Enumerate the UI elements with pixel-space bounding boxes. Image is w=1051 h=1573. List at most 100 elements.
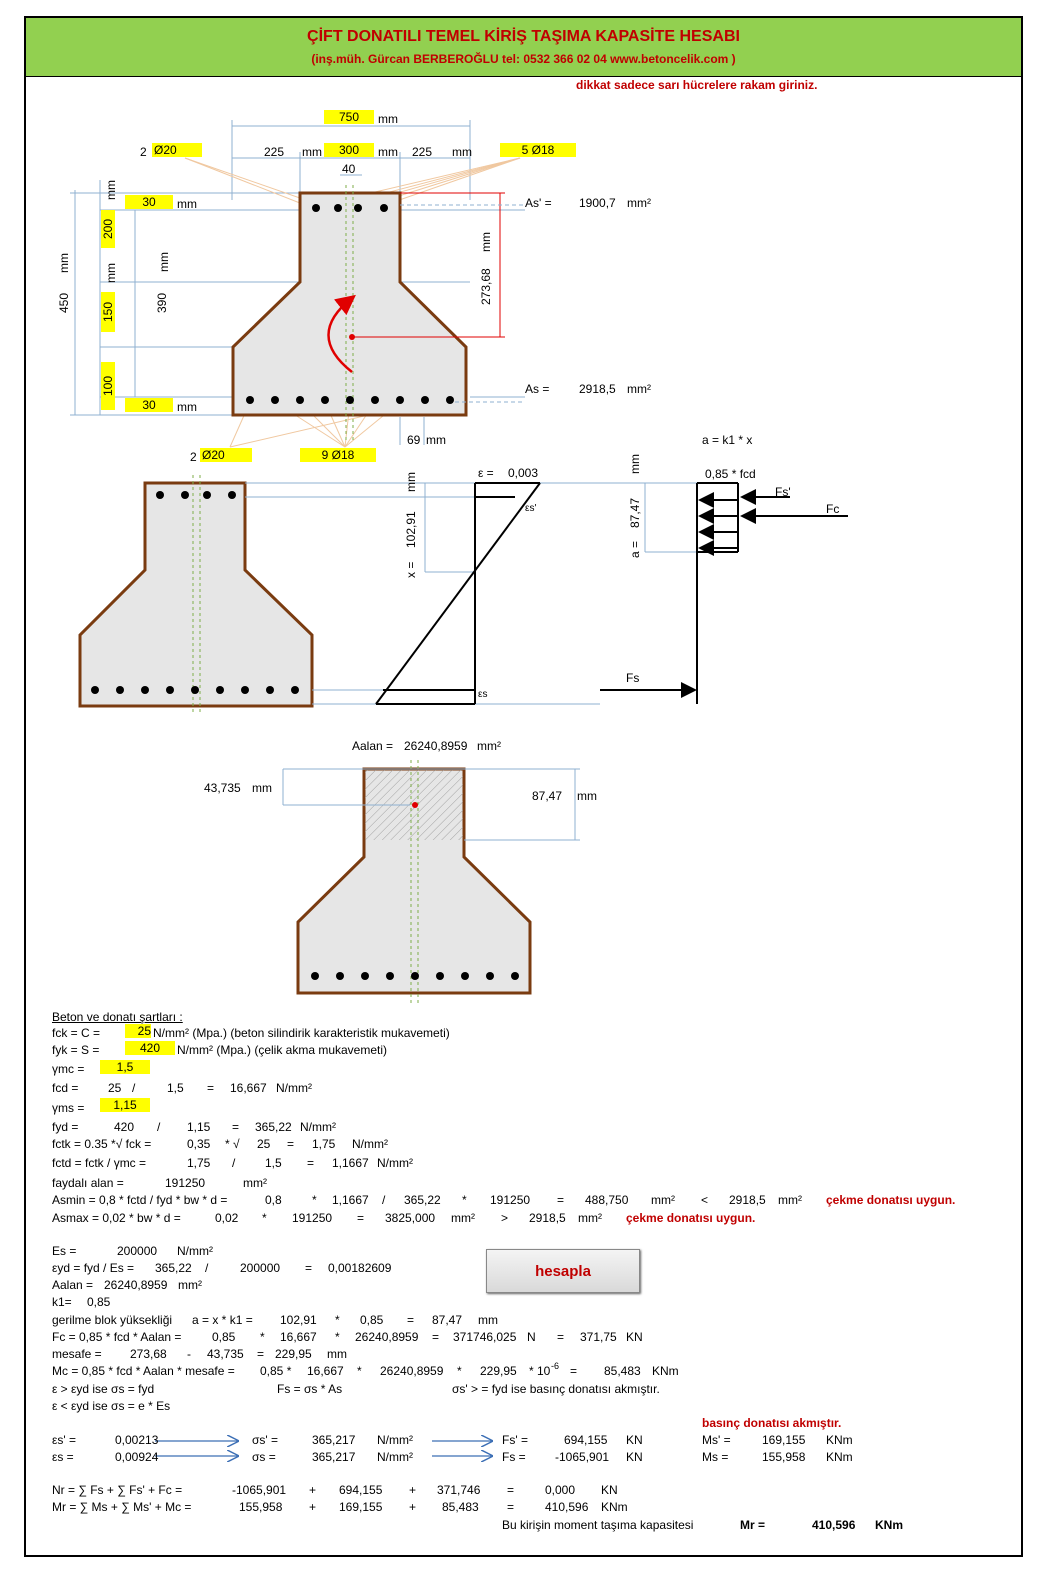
input-bot-height[interactable]: 100 [101, 362, 115, 410]
centroid-distance: 43,735 [204, 781, 241, 795]
input-web-width[interactable]: 300 [324, 143, 374, 157]
aalan-calc-label: Aalan = [52, 1278, 94, 1292]
op: + [309, 1500, 317, 1514]
eps-s-prime: εs' [525, 503, 537, 514]
top-left-bar-count: 2 [140, 145, 147, 159]
as-compare: 2918,5 [729, 1193, 766, 1207]
input-top-height[interactable]: 200 [101, 210, 115, 248]
input-fyk[interactable]: 420 [125, 1041, 175, 1055]
input-top-cover[interactable]: 30 [125, 195, 173, 209]
mc-exponent: -6 [551, 1361, 560, 1371]
nr-result: 0,000 [545, 1483, 576, 1497]
op: = [570, 1364, 578, 1378]
unit: mm² [243, 1176, 267, 1190]
sigma-s-label: σs = [252, 1450, 276, 1464]
distance-b: 43,735 [207, 1347, 244, 1361]
mc-label: Mc = 0,85 * fcd * Aalan * mesafe = [52, 1364, 235, 1378]
unit: mm² [627, 196, 651, 210]
header-bar: ÇİFT DONATILI TEMEL KİRİŞ TAŞIMA KAPASİT… [26, 18, 1021, 77]
fcd-a: 25 [108, 1081, 122, 1095]
input-bot-left-bar[interactable]: Ø20 [200, 448, 252, 462]
input-top-left-bar[interactable]: Ø20 [152, 143, 202, 157]
fctd-a: 1,75 [187, 1156, 211, 1170]
section2-beam-outline [78, 481, 314, 708]
section3-beam-outline [296, 767, 532, 995]
input-bot-cover[interactable]: 30 [125, 398, 173, 412]
section1-beam-outline [231, 191, 468, 417]
k1-value: 0,85 [87, 1295, 111, 1309]
op: = [507, 1483, 515, 1497]
block-result: 87,47 [432, 1313, 463, 1327]
x-value: 102,91 [404, 511, 418, 548]
section1-dimension-lines [70, 120, 525, 445]
asmin-a: 0,8 [265, 1193, 282, 1207]
capacity-label: Bu kirişin moment taşıma kapasitesi [502, 1518, 694, 1532]
block-height-label: gerilme blok yüksekliği [52, 1313, 173, 1327]
op: * [335, 1330, 340, 1344]
conditions-heading: Beton ve donatı şartları : [52, 1010, 183, 1024]
msp-label: Ms' = [702, 1433, 731, 1447]
bot-left-bar-count: 2 [190, 450, 197, 464]
unit: mm² [778, 1193, 802, 1207]
mc-d: 229,95 [480, 1364, 517, 1378]
input-mid-height[interactable]: 150 [101, 292, 115, 332]
unit: KNm [652, 1364, 679, 1378]
calculate-button[interactable]: hesapla [486, 1249, 640, 1293]
unit: mm [252, 781, 272, 795]
op: = [407, 1313, 415, 1327]
unit: N/mm² [377, 1450, 413, 1464]
fyd-b: 1,15 [187, 1120, 211, 1134]
nr-label: Nr = ∑ Fs + ∑ Fs' + Fc = [52, 1483, 183, 1497]
input-fck[interactable]: 25 [125, 1024, 151, 1038]
unit: mm² [178, 1278, 202, 1292]
input-gamma-mc[interactable]: 1,5 [100, 1060, 150, 1074]
rule-1c: σs' > = fyd ise basınç donatısı akmıştır… [452, 1382, 660, 1396]
op: = [232, 1120, 240, 1134]
mr-label: Mr = ∑ Ms + ∑ Ms' + Mc = [52, 1500, 192, 1514]
fcd-result: 16,667 [230, 1081, 267, 1095]
op: = [207, 1081, 215, 1095]
unit: KNm [601, 1500, 628, 1514]
unit: mm [57, 253, 71, 273]
section2-bottom-bars [91, 686, 299, 694]
asmin-d: 191250 [490, 1193, 531, 1207]
unit: mm [452, 145, 472, 159]
capacity-unit: KNm [875, 1518, 904, 1532]
asmin-c: 365,22 [404, 1193, 441, 1207]
mc-c: 26240,8959 [380, 1364, 444, 1378]
fck-desc: N/mm² (Mpa.) (beton silindirik karakteri… [153, 1026, 450, 1040]
fctk-a: 0,35 [187, 1137, 211, 1151]
unit: mm [628, 454, 642, 474]
fctk-b: 25 [257, 1137, 271, 1151]
fc-a: 0,85 [212, 1330, 236, 1344]
section2-axis [192, 475, 201, 715]
fyd-a: 420 [114, 1120, 135, 1134]
a-label: a = [628, 540, 642, 558]
as-value: 2918,5 [579, 382, 616, 396]
as-label: As = [525, 382, 550, 396]
fs-value: -1065,901 [555, 1450, 610, 1464]
unit: mm [104, 180, 118, 200]
eps-sp: 0,00213 [115, 1433, 159, 1447]
distance-a: 273,68 [130, 1347, 167, 1361]
distance-result: 229,95 [275, 1347, 312, 1361]
asmin-b: 1,1667 [332, 1193, 369, 1207]
unit: mm [378, 145, 398, 159]
unit: mm² [578, 1211, 602, 1225]
eyd-label: εyd = fyd / Es = [52, 1261, 135, 1275]
fc-c: 26240,8959 [355, 1330, 419, 1344]
unit: mm [426, 433, 446, 447]
mr-c: 85,483 [442, 1500, 479, 1514]
input-total-width[interactable]: 750 [324, 110, 374, 124]
input-gamma-ms[interactable]: 1,15 [100, 1098, 150, 1112]
fcd-b: 1,5 [167, 1081, 184, 1095]
op: * √ [225, 1137, 240, 1151]
aalan-label: Aalan = [352, 739, 394, 753]
fcd-calc-label: fcd = [52, 1081, 79, 1095]
sigma-sp: 365,217 [312, 1433, 356, 1447]
input-top-right-bars[interactable]: 5 Ø18 [500, 143, 576, 157]
unit: KNm [826, 1433, 853, 1447]
input-bot-bars[interactable]: 9 Ø18 [300, 448, 376, 462]
eyd-a: 365,22 [155, 1261, 192, 1275]
